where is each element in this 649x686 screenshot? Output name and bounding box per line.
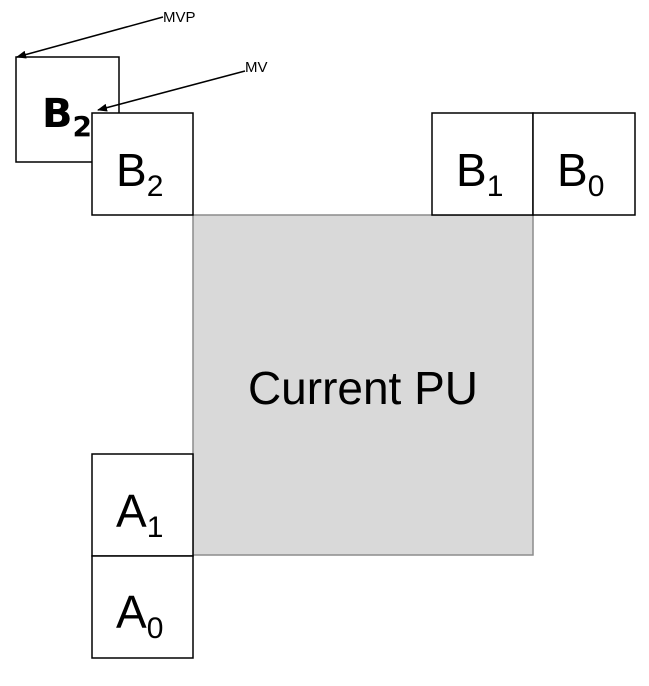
- neighbor-block-b0-label: B0: [557, 144, 604, 203]
- neighbor-block-a0-sub: 0: [147, 612, 164, 645]
- neighbor-block-b1-letter: B: [456, 144, 487, 196]
- current-pu-box: [192, 214, 534, 556]
- neighbor-block-a1-sub: 1: [147, 511, 164, 544]
- neighbor-block-a1-letter: A: [116, 485, 147, 537]
- current-pu-label: Current PU: [248, 362, 478, 414]
- reference-block-b2-letter: B: [42, 91, 73, 137]
- reference-block-b2-sub: 2: [73, 110, 92, 143]
- mv-arrow: [97, 70, 246, 112]
- neighbor-block-b2-sub: 2: [147, 170, 164, 203]
- neighbor-block-a0-label: A0: [116, 586, 163, 645]
- neighbor-block-b2-letter: B: [116, 144, 147, 196]
- neighbor-block-b1: [431, 112, 534, 216]
- mv-label: MV: [245, 59, 268, 76]
- neighbor-block-a1-label: A1: [116, 485, 163, 544]
- neighbor-block-b2-label: B2: [116, 144, 163, 203]
- neighbor-block-b0-letter: B: [557, 144, 588, 196]
- neighbor-block-b0-sub: 0: [588, 170, 605, 203]
- mvp-arrow: [16, 16, 164, 59]
- neighbor-block-a1: [91, 453, 194, 557]
- neighbor-block-b0: [532, 112, 636, 216]
- neighbor-block-a0: [91, 555, 194, 659]
- neighbor-block-a0-letter: A: [116, 586, 147, 638]
- mvp-label: MVP: [163, 9, 196, 26]
- neighbor-block-b1-sub: 1: [487, 170, 504, 203]
- reference-block-b2-label: B2: [42, 91, 92, 143]
- neighbor-block-b2: [91, 112, 194, 216]
- neighbor-block-b1-label: B1: [456, 144, 503, 203]
